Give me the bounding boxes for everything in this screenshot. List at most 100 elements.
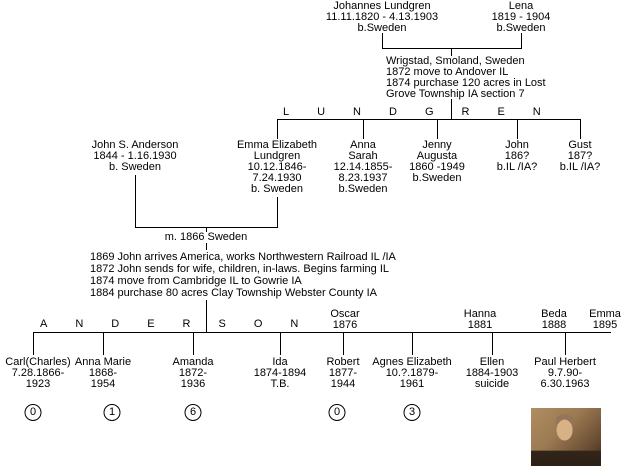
person-birthplace: b.Sweden [496,22,546,34]
child-tick [517,119,518,139]
person-dates: 10.?.1879- [385,367,439,379]
person-name: Gust [568,139,592,151]
person-birthplace: b.Sweden [338,183,388,195]
child-tick [363,119,364,139]
person-name: Paul Herbert [534,356,596,368]
person-paul-herbert: Paul Herbert 9.7.90- 6.30.1963 [534,357,596,390]
child-tick [33,332,34,355]
person-dates: 1961 [399,378,425,390]
person-dates: 1888 [541,319,567,331]
person-anna-marie: Anna Marie 1868- 1954 [75,357,131,390]
person-dates: 10.12.1846- [247,161,307,173]
person-name: Anna Marie [74,356,132,368]
person-johannes-lundgren: Johannes Lundgren 11.11.1820 - 4.13.1903… [326,1,438,34]
descendant-count-badge: 0 [328,404,346,421]
portrait-photo [531,408,601,466]
person-emma-elizabeth-lundgren: Emma Elizabeth Lundgren 10.12.1846- 7.24… [237,140,317,195]
person-name: Augusta [416,150,458,162]
descendant-count-badge: 0 [24,404,42,421]
person-name: John [505,139,529,151]
person-name: Oscar [330,308,360,320]
person-oscar: Oscar 1876 [330,309,359,331]
note-line: 1884 purchase 80 acres Clay Township Web… [90,287,377,299]
person-birthplace: b.Sweden [412,172,462,184]
person-dates: 1868- [88,367,118,379]
person-name: Johannes Lundgren [333,0,431,12]
child-tick [280,332,281,355]
surname-banner-lundgren: LUNDGREN [283,106,569,118]
person-ellen: Ellen 1884-1903 suicide [466,357,519,390]
person-dates: 1819 - 1904 [491,11,551,23]
note-line: Grove Township IA section 7 [386,88,525,100]
person-name: Anna [350,139,376,151]
person-name: Carl(Charles) [5,356,71,368]
person-dates: 7.28.1866- [11,367,65,379]
person-name: Sarah [348,150,378,162]
descendant-count-badge: 1 [103,404,121,421]
person-dates: 11.11.1820 - 4.13.1903 [325,11,439,23]
person-name: John S. Anderson [91,139,179,151]
surname-banner-anderson: ANDERSON [40,318,327,330]
person-dates: 9.7.90- [547,367,583,379]
person-dates: 1877- [328,367,358,379]
person-lena: Lena 1819 - 1904 b.Sweden [492,1,551,34]
person-dates: 1923 [25,378,51,390]
person-agnes-elizabeth: Agnes Elizabeth 10.?.1879- 1961 [372,357,452,390]
person-john: John 186? b.IL /IA? [497,140,538,173]
person-name: Hanna [463,308,497,320]
descent-line [206,243,207,250]
sibling-line-lundgren [277,119,581,120]
descent-line [451,99,452,119]
person-jenny-augusta: Jenny Augusta 1860 -1949 b.Sweden [409,140,465,184]
person-birthplace: b. Sweden [251,183,303,195]
person-gust: Gust 187? b.IL /IA? [560,140,601,173]
child-tick [277,119,278,139]
person-name: Emma [589,308,621,320]
person-anna-sarah: Anna Sarah 12.14.1855- 8.23.1937 b.Swede… [334,140,393,195]
sibling-line-anderson [33,332,611,333]
person-name: Lundgren [253,150,301,162]
descent-line [521,33,522,48]
person-john-s-anderson: John S. Anderson 1844 - 1.16.1930 b. Swe… [92,140,179,173]
person-ida: Ida 1874-1894 T.B. [254,357,307,390]
person-dates: suicide [474,378,510,390]
person-dates: 1936 [180,378,206,390]
person-dates: 12.14.1855- [333,161,393,173]
person-birthplace: b.Sweden [357,22,407,34]
descent-line [451,48,452,56]
marriage-line [382,48,522,49]
person-name: Beda [541,308,567,320]
person-beda: Beda 1888 [541,309,567,331]
note-line: 1874 move from Cambridge IL to Gowrie IA [90,275,302,287]
person-dates: 1881 [467,319,493,331]
person-name: Robert [326,356,360,368]
note-line: 1869 John arrives America, works Northwe… [90,251,396,263]
person-dates: 1895 [592,319,618,331]
person-dates: 1884-1903 [465,367,519,379]
descendant-count-badge: 3 [403,404,421,421]
descent-line [135,175,136,227]
person-name: Amanda [172,356,214,368]
person-emma-jr: Emma 1895 [589,309,621,331]
marriage-label: m. 1866 Sweden [164,231,248,243]
person-name: Lena [508,0,534,12]
person-name: Agnes Elizabeth [372,356,452,368]
person-dates: T.B. [270,378,290,390]
person-hanna: Hanna 1881 [464,309,496,331]
descendant-count-badge: 6 [184,404,202,421]
person-dates: 1874-1894 [253,367,307,379]
person-dates: 1872- [178,367,208,379]
descent-line [382,33,383,48]
person-dates: 6.30.1963 [540,378,590,390]
person-dates: 1944 [330,378,356,390]
note-line: Wrigstad, Smoland, Sweden [386,55,525,67]
person-dates: 186? [504,150,530,162]
lundgren-family-notes: Wrigstad, Smoland, Sweden 1872 move to A… [386,56,546,100]
child-tick [492,332,493,355]
child-tick [565,332,566,355]
person-birthplace: b. Sweden [109,161,161,173]
person-dates: 8.23.1937 [338,172,388,184]
person-name: Ellen [479,356,505,368]
descent-line [206,300,207,332]
